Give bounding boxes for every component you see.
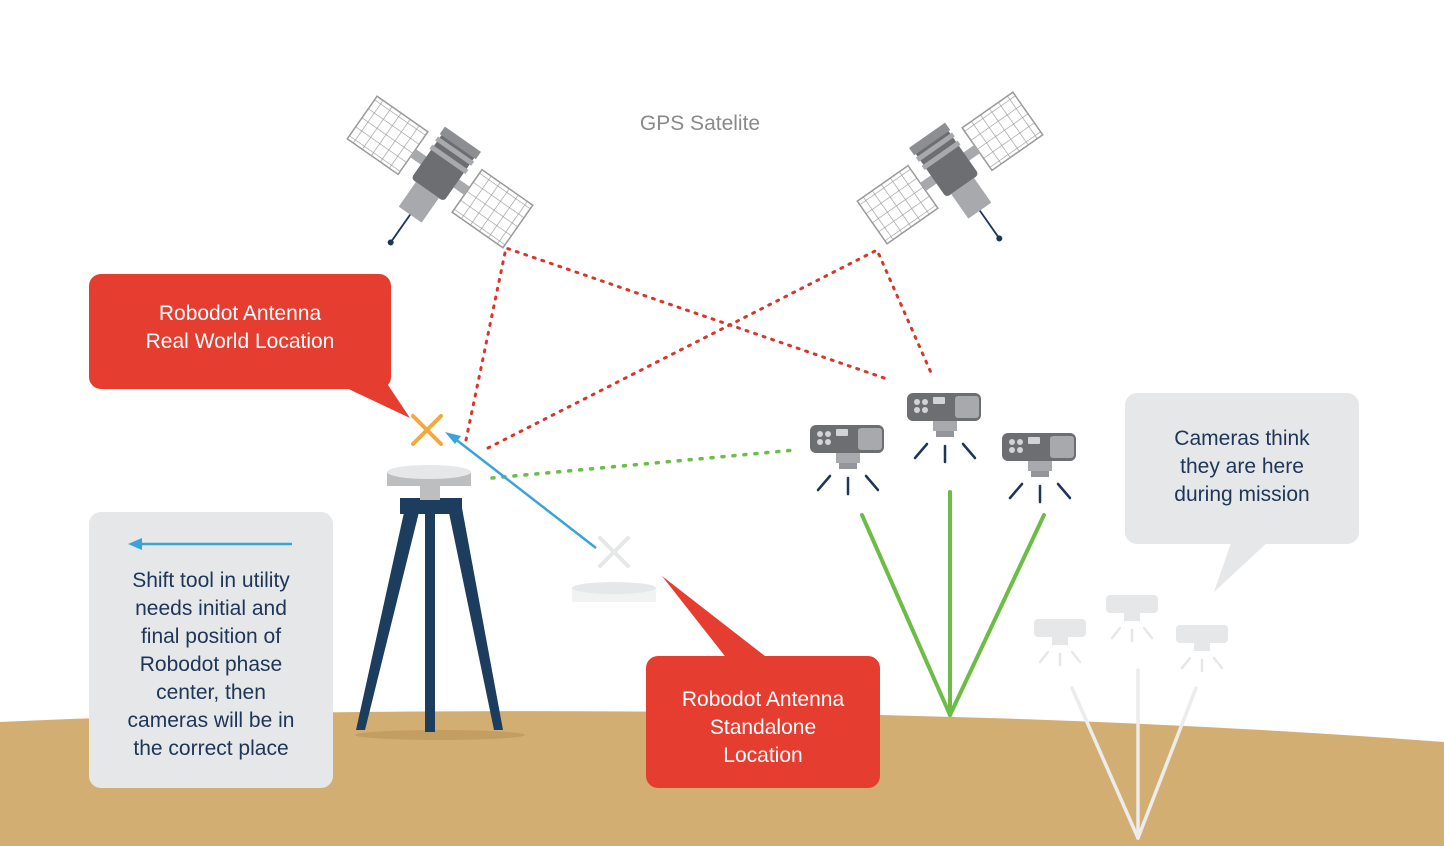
camera-icon [1174, 623, 1230, 673]
standalone-label: Robodot Antenna Standalone Location [646, 686, 880, 770]
cameras-think-label: Cameras think they are here during missi… [1125, 425, 1359, 509]
camera-icon [1104, 593, 1160, 643]
callout-real-world [89, 274, 410, 418]
standalone-antenna [572, 582, 656, 602]
camera-icon [808, 423, 886, 496]
arrow-left-icon [128, 538, 292, 550]
tripod-icon [355, 465, 525, 740]
shift-tool-text: Shift tool in utility needs initial and … [127, 569, 295, 760]
shift-tool-label: Shift tool in utility needs initial and … [89, 567, 333, 763]
camera-icon [1032, 617, 1088, 667]
x-marker-icon [411, 414, 443, 446]
ghost-view-lines [1070, 668, 1198, 840]
cameras-think-text: Cameras think they are here during missi… [1174, 427, 1310, 506]
standalone-text: Robodot Antenna Standalone Location [681, 688, 845, 767]
camera-icon [1000, 431, 1078, 504]
camera-icon [905, 391, 983, 464]
satellite-icon [856, 91, 1044, 245]
shift-arrow [445, 432, 597, 549]
reference-link [490, 448, 797, 480]
camera-view-lines [860, 490, 1046, 717]
x-marker-icon [598, 536, 630, 568]
callout-standalone [646, 576, 880, 788]
real-world-label: Robodot Antenna Real World Location [89, 300, 391, 356]
gps-satellite-label: GPS Satelite [639, 112, 761, 135]
real-world-text: Robodot Antenna Real World Location [145, 302, 335, 353]
callout-shift-tool [89, 512, 333, 788]
satellite-icon [346, 95, 534, 249]
callout-cameras-think [1125, 393, 1359, 592]
signal-lines [464, 246, 934, 450]
